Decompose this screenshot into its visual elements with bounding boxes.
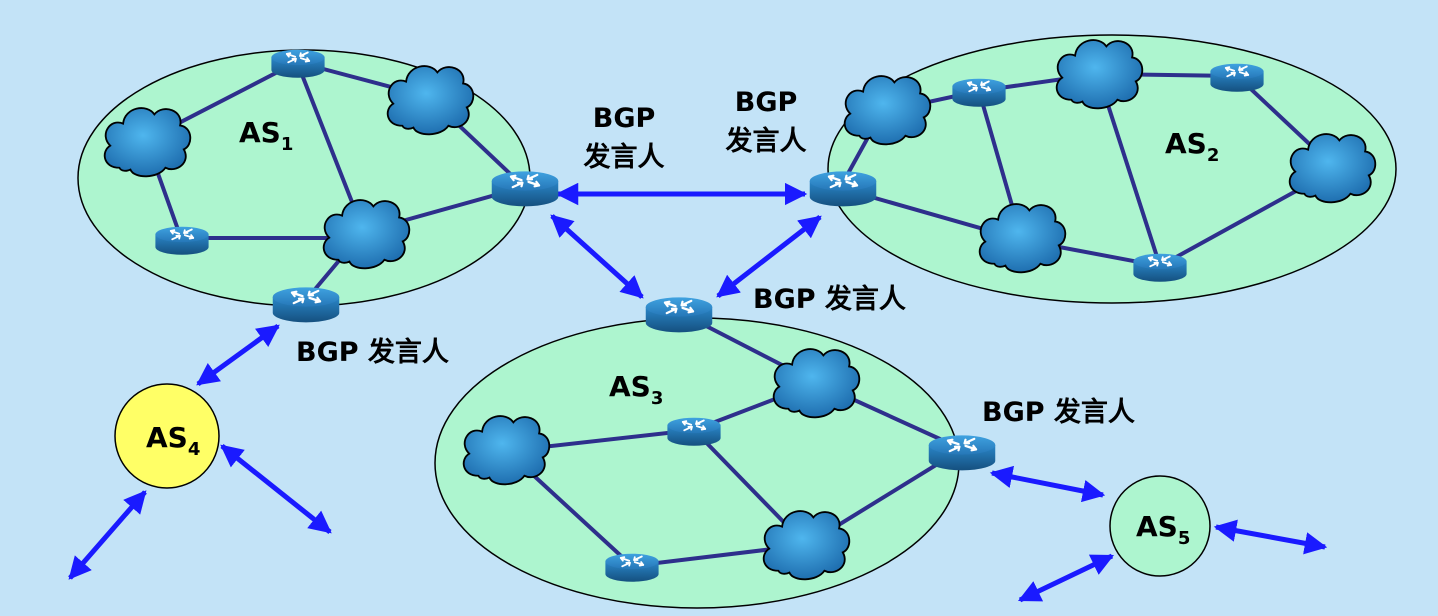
- bgp-sessions: [68, 182, 1328, 603]
- as5-region: [1109, 475, 1211, 577]
- bgp-arrow-as1-as4: [196, 323, 280, 387]
- bgp-arrow-as4-out-right: [220, 444, 332, 534]
- router-icon: [604, 552, 660, 583]
- as1-label: AS1: [239, 116, 293, 155]
- cloud-icon: [843, 75, 932, 146]
- bgp-arrow-as2-as3: [716, 215, 822, 298]
- bgp-speaker-router-icon: [490, 169, 560, 208]
- bgp-speaker-label-as2-line1: BGP: [735, 87, 798, 118]
- router-icon: [1209, 62, 1265, 93]
- bgp-speaker-router-icon: [644, 295, 714, 334]
- as4-region: [114, 383, 220, 489]
- bgp-arrow-as3-as5: [989, 465, 1106, 503]
- as2-label: AS2: [1165, 127, 1219, 166]
- bgp-arrow-as4-out-left: [68, 490, 147, 580]
- router-icon: [666, 416, 722, 447]
- as3-label: AS3: [609, 370, 663, 409]
- bgp-speaker-label-as1-line1: BGP: [593, 103, 656, 134]
- bgp-speaker-router-icon: [927, 433, 997, 472]
- bgp-arrow-as1-as3: [550, 214, 644, 299]
- as4-label: AS4: [146, 421, 200, 460]
- router-icon: [951, 77, 1007, 108]
- as5-label: AS5: [1136, 510, 1190, 549]
- bgp-speaker-label-as2-line2: 发言人: [725, 125, 807, 157]
- bgp-speaker-label-as1-bottom: BGP 发言人: [296, 336, 449, 368]
- bgp-arrow-as5-out-right: [1213, 519, 1328, 555]
- router-icon: [270, 48, 326, 79]
- bgp-speaker-label-as3-right: BGP 发言人: [982, 396, 1135, 428]
- bgp-speaker-label-as3-top: BGP 发言人: [753, 283, 906, 315]
- router-icon: [154, 225, 210, 256]
- bgp-arrow-as5-out-left: [1017, 553, 1115, 603]
- router-icon: [1132, 252, 1188, 283]
- bgp-speaker-router-icon: [271, 285, 341, 324]
- bgp-speaker-router-icon: [808, 169, 878, 208]
- bgp-speaker-label-as1-line2: 发言人: [583, 141, 665, 173]
